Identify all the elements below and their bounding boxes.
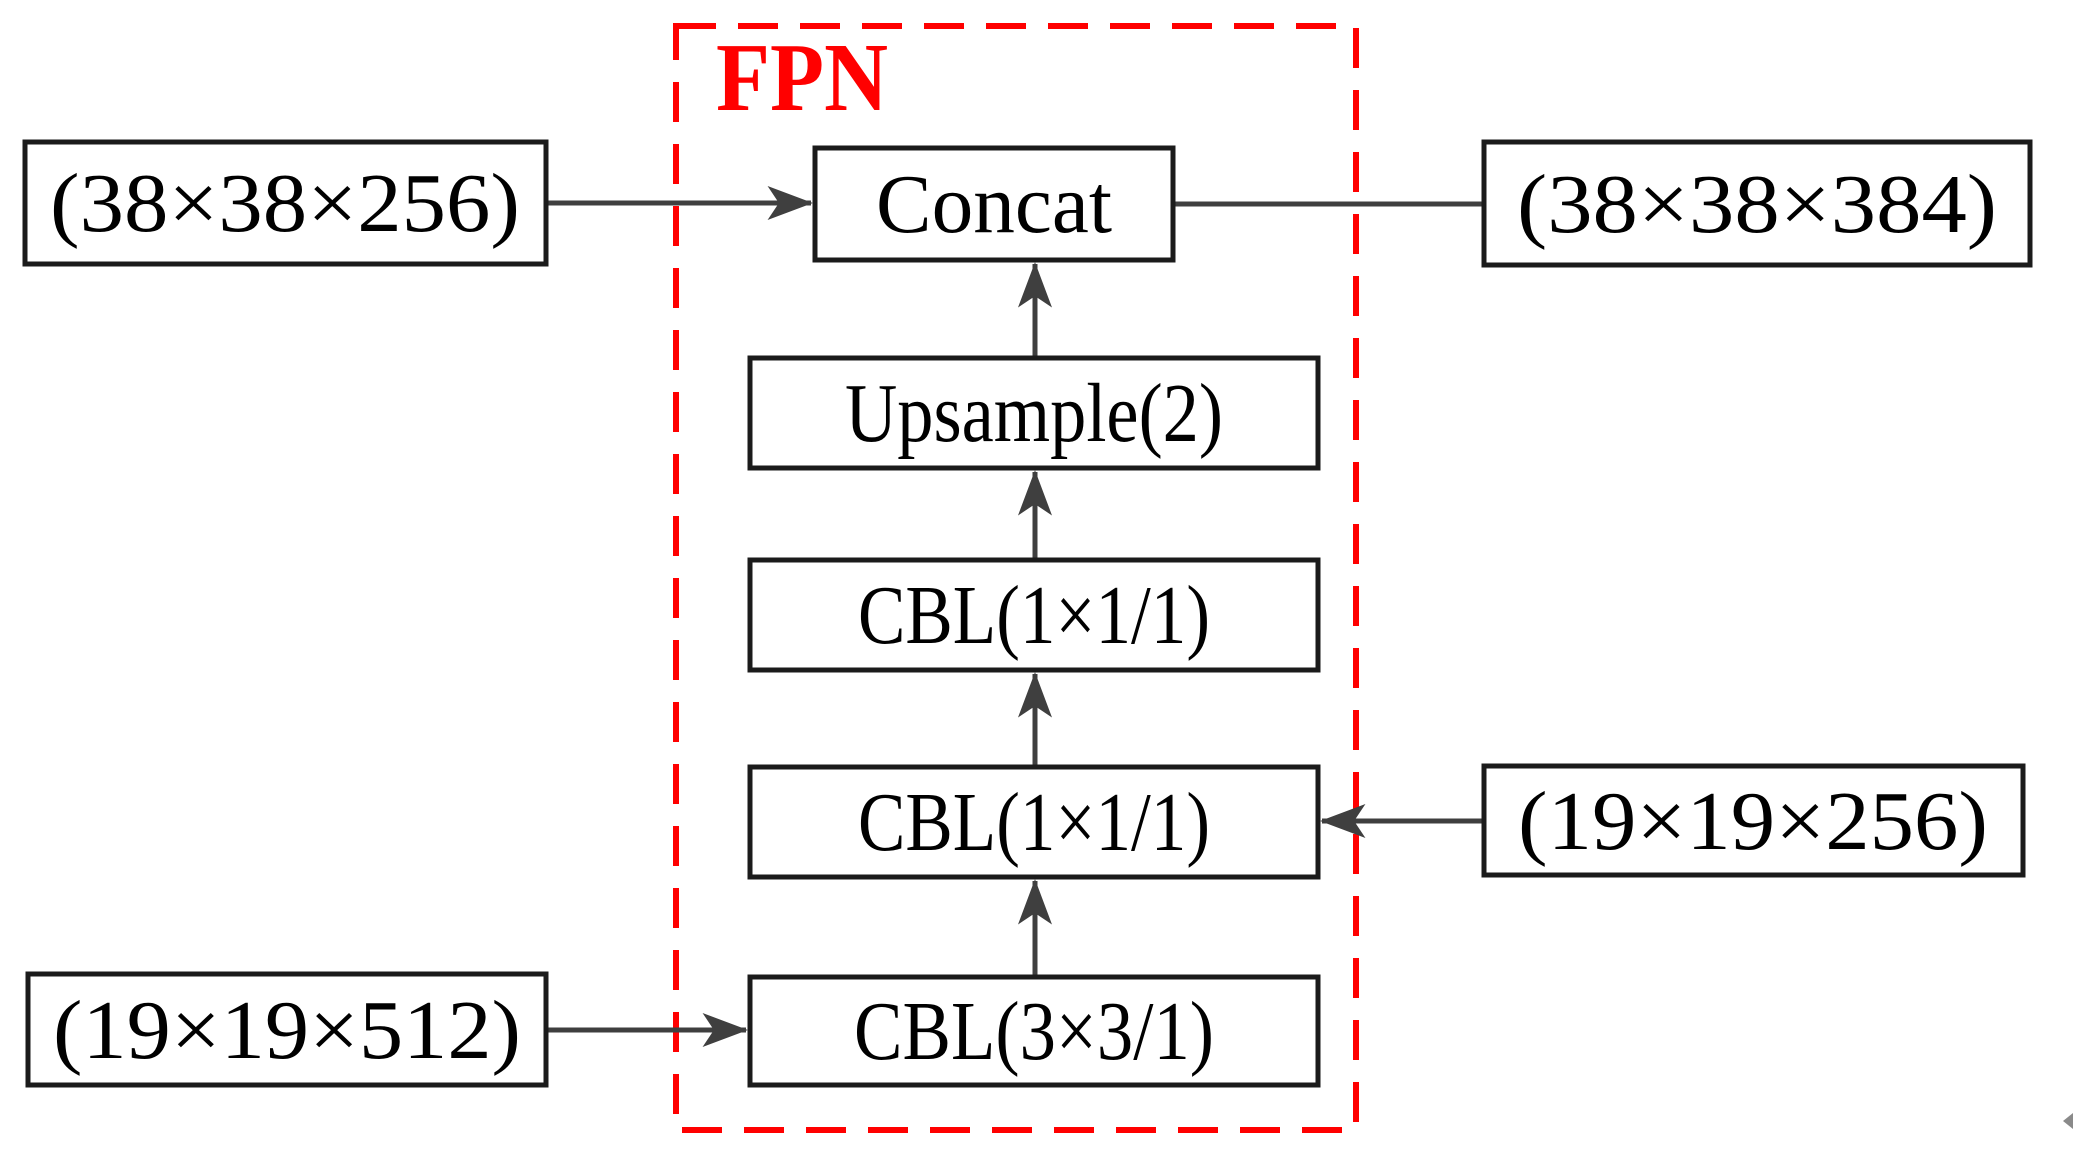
node-input-19x19x256-box [1481, 763, 2026, 878]
node-output-38x38x384-label: (38×38×384) [1517, 158, 1997, 251]
node-input-19x19x256-label: (19×19×256) [1518, 775, 1988, 868]
node-input-19x19x512-label: (19×19×512) [53, 984, 521, 1077]
node-upsample-box [747, 355, 1321, 471]
node-cbl-1x1-upper: CBL(1×1/1) [747, 557, 1321, 673]
node-cbl-1x1-lower: CBL(1×1/1) [747, 764, 1321, 880]
corner-artifact-icon [2063, 1113, 2073, 1129]
fpn-region-outline [673, 23, 1359, 1133]
node-concat: Concat [812, 145, 1176, 263]
node-input-19x19x256: (19×19×256) [1481, 763, 2026, 878]
node-concat-box [812, 145, 1176, 263]
node-cbl-1x1-upper-label: CBL(1×1/1) [858, 569, 1210, 662]
node-input-19x19x512-box [25, 971, 549, 1088]
node-input-38x38x256-label: (38×38×256) [50, 157, 520, 250]
node-cbl-1x1-upper-box [747, 557, 1321, 673]
node-input-38x38x256-box [22, 139, 549, 267]
node-cbl-3x3-box [747, 974, 1321, 1088]
node-concat-label: Concat [876, 158, 1112, 251]
node-output-38x38x384: (38×38×384) [1481, 139, 2033, 268]
node-output-38x38x384-box [1481, 139, 2033, 268]
node-upsample: Upsample(2) [747, 355, 1321, 471]
node-cbl-1x1-lower-box [747, 764, 1321, 880]
node-cbl-3x3-label: CBL(3×3/1) [854, 985, 1214, 1078]
node-cbl-1x1-lower-label: CBL(1×1/1) [858, 776, 1210, 869]
node-cbl-3x3: CBL(3×3/1) [747, 974, 1321, 1088]
node-upsample-label: Upsample(2) [845, 367, 1223, 460]
node-input-38x38x256: (38×38×256) [22, 139, 549, 267]
node-input-19x19x512: (19×19×512) [25, 971, 549, 1088]
fpn-region-label: FPN [716, 24, 888, 131]
